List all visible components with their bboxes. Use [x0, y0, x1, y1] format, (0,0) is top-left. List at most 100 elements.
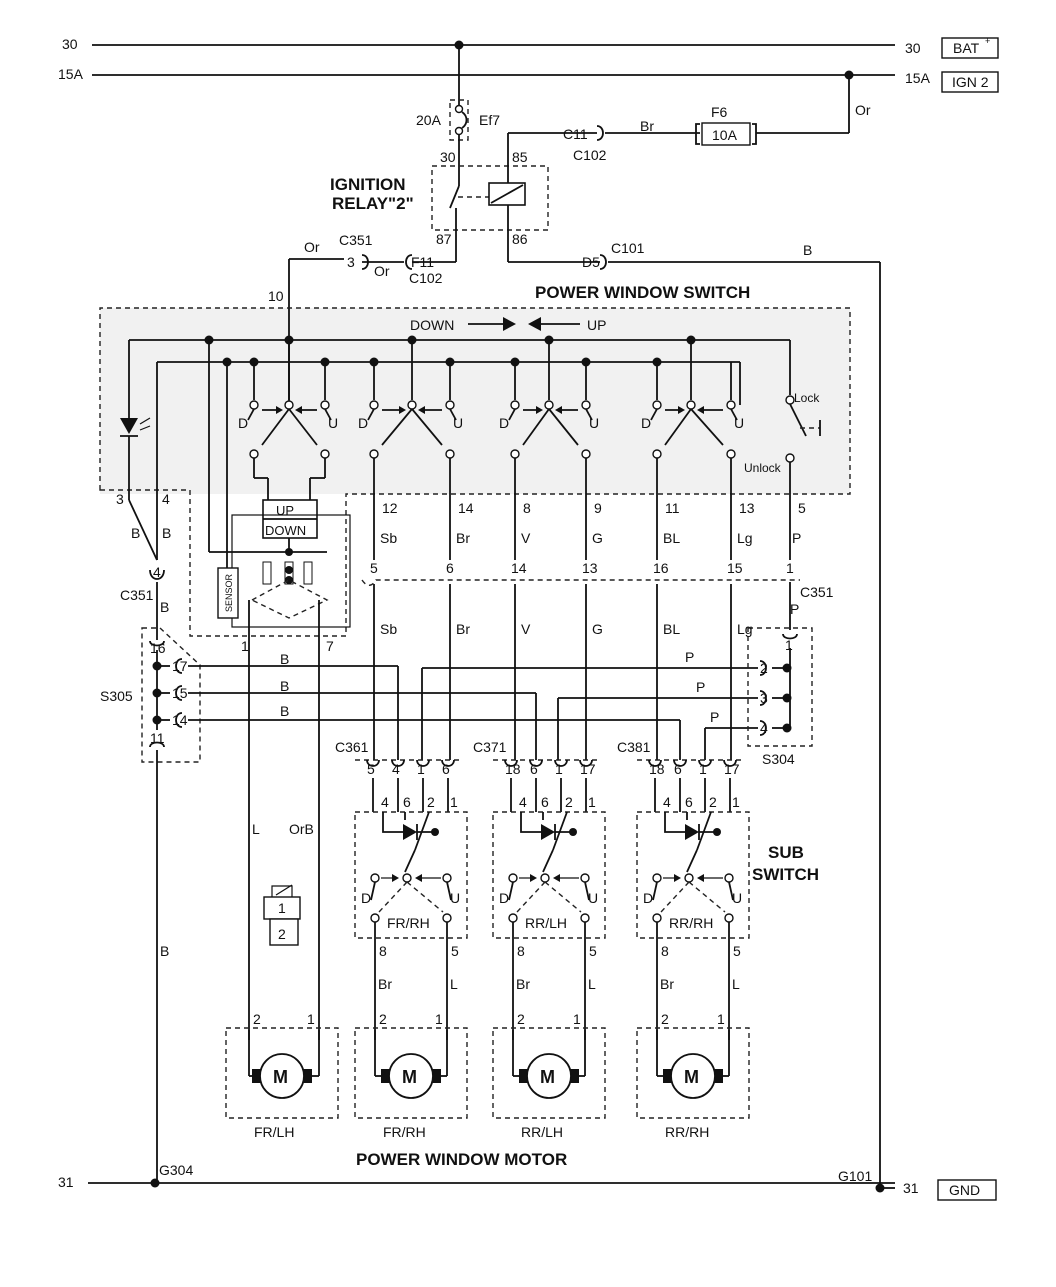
gnd-left-label: 31 [58, 1174, 74, 1190]
sub-switch-name: RR/RH [669, 915, 713, 931]
sub-connector-label: C361 [335, 739, 369, 755]
wire-color-label: BL [663, 621, 680, 637]
g101-label: G101 [838, 1168, 872, 1184]
c351-pin: 13 [582, 560, 598, 576]
c351-pin: 1 [786, 560, 794, 576]
actuator-pin-2: 2 [278, 926, 286, 942]
sub-inner-pin: 6 [403, 794, 411, 810]
sub-d-label: D [499, 890, 509, 906]
relay-title-2: RELAY"2" [332, 194, 414, 213]
d-label: D [499, 415, 509, 431]
bat-right-label: 30 [905, 40, 921, 56]
sub-connector-label: C381 [617, 739, 651, 755]
motor-pin: 1 [573, 1011, 581, 1027]
wire-or-right: Or [855, 102, 871, 118]
sub-d-label: D [361, 890, 371, 906]
c351-mid-label: C351 [120, 587, 154, 603]
wire-or-left: Or [304, 239, 320, 255]
sub-top-pin: 1 [417, 761, 425, 777]
motor-pin: 2 [253, 1011, 261, 1027]
gnd-box-label: GND [949, 1182, 980, 1198]
switch-pin-3: 3 [116, 491, 124, 507]
s304-pin: 2 [760, 660, 768, 676]
sub-top-pin: 17 [724, 761, 740, 777]
fuse-ef7-rating: 20A [416, 112, 442, 128]
switch-pin-top: 14 [458, 500, 474, 516]
ign-box [941, 71, 999, 93]
sub-inner-pin: 1 [588, 794, 596, 810]
wire-b-c351: B [160, 599, 169, 615]
switch-wire-color: Br [456, 530, 470, 546]
sub-inner-pin: 2 [427, 794, 435, 810]
switch-wire-color: V [521, 530, 531, 546]
relay-pin-86: 86 [512, 231, 528, 247]
switch-pin-top: 8 [523, 500, 531, 516]
fuse-f6-name: F6 [711, 104, 728, 120]
wire-b-left2: B [162, 525, 171, 541]
c102-label-b: C102 [409, 270, 443, 286]
bus-nodes [204, 335, 696, 367]
motor-icon [259, 1053, 305, 1099]
actuator-box-2 [269, 918, 299, 946]
power-window-switch-title: POWER WINDOW SWITCH [535, 283, 750, 302]
down-box-label: DOWN [265, 523, 306, 538]
c351-pin3-label: 3 [347, 254, 355, 270]
switch-pin-1: 1 [241, 638, 249, 654]
s304-pin: 4 [760, 720, 768, 736]
sub-top-pin: 5 [367, 761, 375, 777]
s305-pin: 15 [172, 685, 188, 701]
wire-color-label: Lg [737, 621, 753, 637]
s305-box [141, 627, 201, 763]
sub-bot-pin: 8 [661, 943, 669, 959]
motor-m-label: M [540, 1067, 555, 1087]
actuator-pin-1: 1 [278, 900, 286, 916]
wire-or-mid: Or [374, 263, 390, 279]
sub-top-pin: 4 [392, 761, 400, 777]
motor-icon [670, 1053, 716, 1099]
switch-shading [100, 308, 850, 494]
wire-p4: P [710, 709, 719, 725]
bat-plus-sign: + [985, 36, 990, 46]
c351-pin: 5 [370, 560, 378, 576]
ign-right-label: 15A [905, 70, 931, 86]
sub-inner-pin: 4 [381, 794, 389, 810]
motor-m-label: M [402, 1067, 417, 1087]
bat-box [941, 37, 999, 59]
c351-top-label: C351 [339, 232, 373, 248]
sub-inner-pin: 1 [732, 794, 740, 810]
sub-connector-label: C371 [473, 739, 507, 755]
switch-pin-4: 4 [162, 491, 170, 507]
sub-bot-pin: 5 [589, 943, 597, 959]
wire-b-ground: B [160, 943, 169, 959]
wire-color-label: V [521, 621, 531, 637]
sub-u-label: U [450, 890, 460, 906]
sub-d-label: D [643, 890, 653, 906]
s304-box [747, 627, 813, 747]
motor-m-label: M [684, 1067, 699, 1087]
g304-label: G304 [159, 1162, 193, 1178]
wire-b-s1: B [280, 651, 289, 667]
sub-switch-name: RR/LH [525, 915, 567, 931]
switch-pin-top: 13 [739, 500, 755, 516]
sub-u-label: U [588, 890, 598, 906]
c11-label: C11 [563, 126, 588, 142]
bat-box-label: BAT [953, 40, 980, 56]
sub-bot-pin: 8 [379, 943, 387, 959]
motor-pin: 1 [307, 1011, 315, 1027]
fuse-f6-rating: 10A [712, 127, 738, 143]
bus-lines [88, 44, 895, 1184]
sub-top-pin: 1 [699, 761, 707, 777]
s304-pin: 3 [760, 690, 768, 706]
u-label: U [453, 415, 463, 431]
